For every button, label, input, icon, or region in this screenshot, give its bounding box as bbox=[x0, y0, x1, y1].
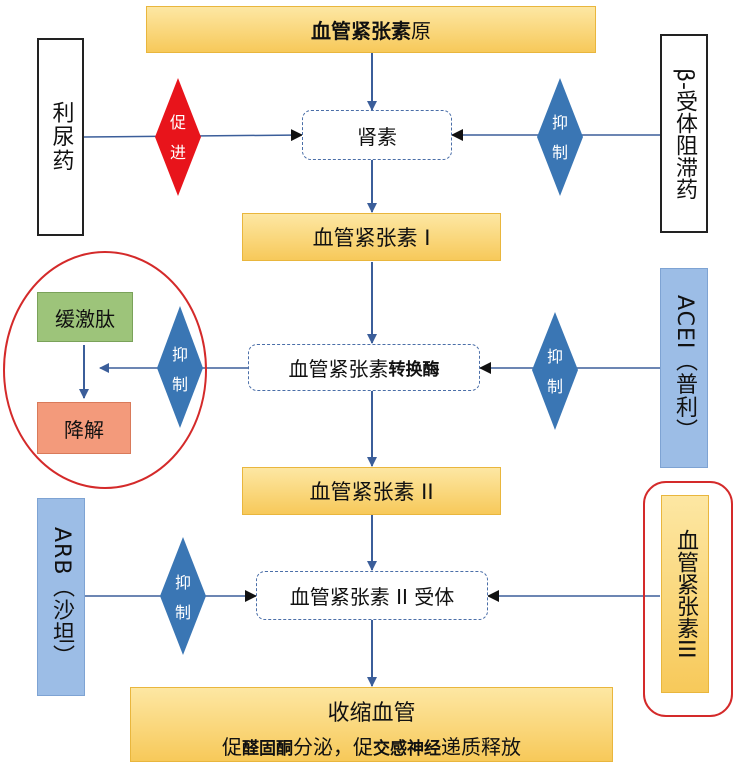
ace-normal-label: 血管紧张素 bbox=[288, 357, 389, 381]
angiotensinogen-bold-label: 血管紧张素 bbox=[311, 19, 411, 43]
angiotensin-1-label: 血管紧张素 I bbox=[312, 226, 431, 250]
diamond-inhibit-bradykinin bbox=[157, 306, 203, 428]
diamond-inhibit-beta bbox=[537, 78, 583, 196]
ace-bold-label: 转换酶 bbox=[388, 360, 440, 380]
renin-label: 肾素 bbox=[357, 124, 397, 149]
effects-line-2: 促醛固酮分泌，促交感神经递质释放 bbox=[222, 735, 521, 759]
arb-box: ARB（沙坦） bbox=[37, 498, 85, 696]
diamond-inhibit-arb-label: 抑制 bbox=[174, 573, 191, 622]
highlight-rect-ang3 bbox=[643, 481, 733, 717]
diamond-inhibit-bradykinin-label: 抑制 bbox=[171, 345, 188, 394]
degrade-box: 降解 bbox=[37, 402, 131, 454]
effects-box: 收缩血管 促醛固酮分泌，促交感神经递质释放 bbox=[130, 687, 613, 762]
receptor-box: 血管紧张素 II 受体 bbox=[256, 571, 488, 620]
diamond-inhibit-acei-label: 抑制 bbox=[546, 347, 563, 396]
diamond-promote bbox=[155, 78, 201, 196]
arb-label: ARB（沙坦） bbox=[49, 526, 74, 668]
degrade-label: 降解 bbox=[64, 417, 104, 442]
angiotensin-3-label: 血管紧张素III bbox=[673, 529, 698, 659]
effects-line-1: 收缩血管 bbox=[327, 701, 416, 726]
angiotensinogen-box: 血管紧张素原 bbox=[146, 6, 596, 53]
highlight-circle-bradykinin bbox=[3, 251, 207, 489]
diamond-inhibit-arb bbox=[160, 537, 206, 655]
receptor-label: 血管紧张素 II 受体 bbox=[289, 585, 455, 609]
angiotensinogen-normal-label: 原 bbox=[411, 19, 431, 43]
diuretic-label: 利尿药 bbox=[48, 101, 74, 173]
diuretic-box: 利尿药 bbox=[37, 38, 84, 236]
angiotensin-2-label: 血管紧张素 II bbox=[309, 480, 434, 504]
angiotensin-3-box: 血管紧张素III bbox=[661, 495, 709, 693]
ace-box: 血管紧张素转换酶 bbox=[248, 344, 480, 391]
acei-box: ACEI（普利） bbox=[660, 268, 708, 468]
diamond-promote-label: 促进 bbox=[169, 113, 186, 162]
bradykinin-label: 缓激肽 bbox=[55, 306, 115, 331]
renin-box: 肾素 bbox=[302, 110, 452, 160]
diamond-inhibit-beta-label: 抑制 bbox=[551, 113, 568, 162]
acei-label: ACEI（普利） bbox=[672, 294, 697, 442]
beta-blocker-box: β-受体阻滞药 bbox=[660, 34, 708, 233]
diamond-inhibit-acei bbox=[532, 312, 578, 430]
angiotensin-1-box: 血管紧张素 I bbox=[242, 213, 501, 261]
bradykinin-box: 缓激肽 bbox=[37, 292, 133, 342]
angiotensin-2-box: 血管紧张素 II bbox=[242, 467, 501, 515]
beta-blocker-label: β-受体阻滞药 bbox=[672, 67, 697, 200]
